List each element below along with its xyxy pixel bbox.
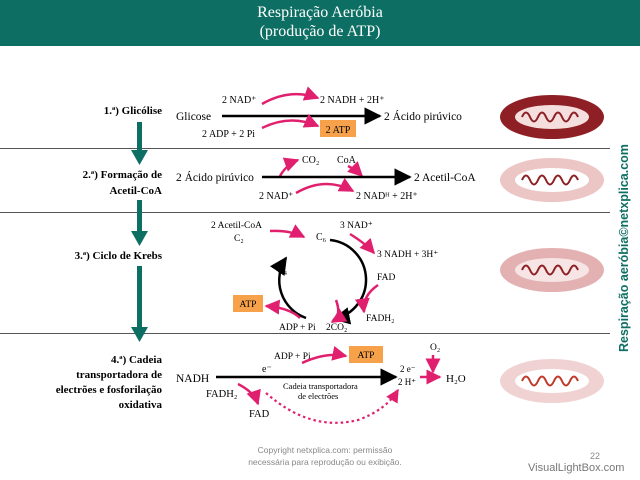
etc-water: H₂O xyxy=(446,373,466,385)
copyright-line1: Copyright netxplica.com: permissão xyxy=(257,445,393,455)
acetyl-co2: CO₂ xyxy=(302,155,319,166)
glycolysis-adp: 2 ADP + 2 Pi xyxy=(202,129,255,140)
krebs-cycle-right-arc xyxy=(329,238,368,325)
krebs-nad-arrow xyxy=(349,232,375,255)
mitochondrion-icon xyxy=(500,158,604,202)
stage-2-label-line1: 2.ª) Formação de xyxy=(83,169,162,181)
etc-nadh: NADH xyxy=(176,373,209,385)
divider-1 xyxy=(0,148,610,149)
glycolysis-product: 2 Ácido pirúvico xyxy=(384,109,462,123)
etc-electron: e⁻ xyxy=(262,364,272,375)
etc-fadh2-arrow xyxy=(237,382,261,406)
acetyl-co2-arrow xyxy=(278,157,300,177)
etc-dotted-arrow xyxy=(265,388,399,424)
copyright-notice: Copyright netxplica.com: permissão neces… xyxy=(210,444,440,468)
acetyl-pyruvic: 2 Ácido pirúvico xyxy=(176,170,254,184)
slide-subtitle: (produção de ATP) xyxy=(259,23,381,40)
etc-2h: 2 H⁺ xyxy=(398,377,416,387)
krebs-c2: C₂ xyxy=(234,234,244,244)
krebs-nadh: 3 NADH + 3H⁺ xyxy=(377,250,438,260)
divider-3 xyxy=(0,333,610,334)
stage-1-label: 1.ª) Glicólise xyxy=(104,105,162,117)
mitochondrion-icon xyxy=(500,359,604,403)
divider-2 xyxy=(0,212,610,213)
stage-4-label-line1: 4.ª) Cadeia xyxy=(111,354,162,366)
stage-2-label-line2: Acetil-CoA xyxy=(109,185,162,197)
acetyl-coa: CoA xyxy=(337,155,357,166)
krebs-acetyl: 2 Acetil-CoA xyxy=(211,221,262,231)
page-number: 22 xyxy=(590,451,601,461)
krebs-co2-arrow xyxy=(330,299,348,324)
mitochondrion-icon xyxy=(500,95,604,139)
krebs-co2: 2CO₂ xyxy=(326,323,347,333)
etc-fadh2: FADH₂ xyxy=(206,389,238,400)
sidebar-credit-text: Respiração aeróbia©netxplica.com xyxy=(617,144,631,352)
krebs-c6: C₆ xyxy=(316,232,327,243)
acetyl-nad: 2 NAD⁺ xyxy=(259,191,293,202)
acetyl-nadh: 2 NADᴴ + 2H⁺ xyxy=(356,191,418,202)
glycolysis-atp-arrow xyxy=(261,113,320,130)
glycolysis-nadh: 2 NADH + 2H⁺ xyxy=(320,95,385,106)
stage-flow-arrows xyxy=(131,122,148,342)
krebs-acetyl-arrow xyxy=(269,224,306,239)
etc-chain-line2: de electrões xyxy=(298,391,338,401)
etc-2e: 2 e⁻ xyxy=(400,364,416,374)
glycolysis-atp: 2 ATP xyxy=(326,125,351,136)
acetyl-nad-arrow xyxy=(295,178,355,195)
krebs-atp-box xyxy=(233,295,263,312)
glycolysis-nad-arrow xyxy=(261,86,320,106)
slide-title: Respiração Aeróbia xyxy=(257,4,383,21)
glycolysis-atp-box xyxy=(320,120,356,137)
stage-4-label-line3: electrões e fosforilação xyxy=(56,384,163,396)
watermark: VisualLightBox.com xyxy=(528,462,625,474)
acetyl-product: 2 Acetil-CoA xyxy=(414,172,476,184)
mitochondrion-icon xyxy=(500,248,604,292)
glycolysis-glucose: Glicose xyxy=(176,111,211,123)
acetyl-coa-arrow xyxy=(347,161,364,178)
etc-atp-arrow xyxy=(301,346,348,365)
krebs-adp: ADP + Pi xyxy=(279,323,316,333)
etc-atp: ATP xyxy=(358,351,375,361)
stage-4-label-line4: oxidativa xyxy=(119,399,163,411)
krebs-atp-arrow xyxy=(264,299,301,319)
krebs-cycle-left-arc xyxy=(269,256,307,320)
etc-adp: ADP + Pi xyxy=(274,352,311,362)
stage-4-label-line2: transportadora de xyxy=(76,369,162,381)
krebs-nad: 3 NAD⁺ xyxy=(340,221,373,231)
etc-chain-line1: Cadeia transportadora xyxy=(283,381,358,391)
krebs-fadh2: FADH₂ xyxy=(366,314,394,324)
etc-o2: O₂ xyxy=(430,343,440,353)
krebs-c4: C₄ xyxy=(277,265,288,276)
copyright-line2: necessária para reprodução ou exibição. xyxy=(248,457,402,467)
glycolysis-nad: 2 NAD⁺ xyxy=(222,95,256,106)
krebs-atp: ATP xyxy=(240,300,257,310)
etc-fad: FAD xyxy=(249,409,270,420)
krebs-fad: FAD xyxy=(377,273,395,283)
etc-atp-box xyxy=(349,346,383,363)
krebs-fad-arrow xyxy=(354,283,379,314)
title-banner: Respiração Aeróbia (produção de ATP) xyxy=(0,0,640,46)
stage-3-label: 3.ª) Ciclo de Krebs xyxy=(75,250,163,262)
